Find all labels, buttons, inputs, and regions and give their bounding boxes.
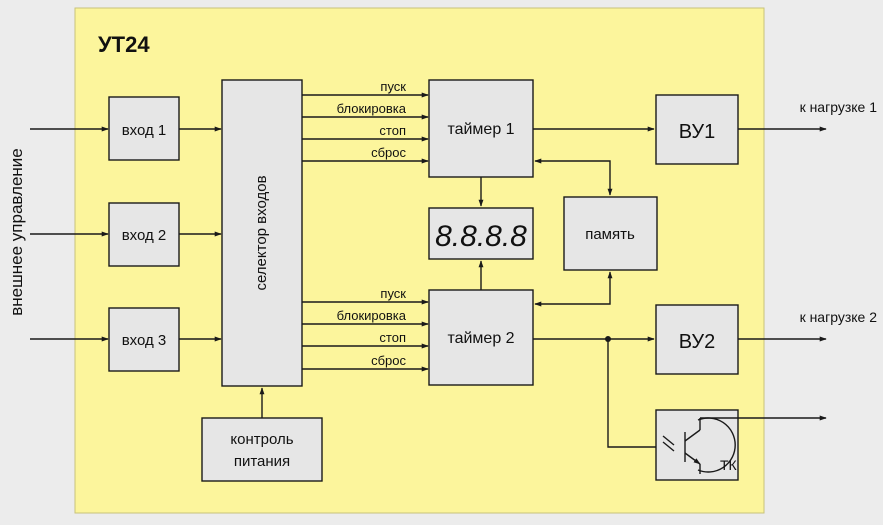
memory-timer-1-link [534,158,613,196]
input-3-block: вход 3 [108,307,180,372]
output-device-2-label: ВУ2 [679,331,716,353]
input-1-label: вход 1 [122,122,167,139]
timer-1-signal-start: пуск [380,79,406,94]
timer-2-signals: пуск блокировка стоп сброс [302,286,429,372]
memory-block: память [563,196,658,271]
transistor-icon [662,415,827,474]
led-display-value: 8.8.8.8 [435,220,527,253]
input-3-label: вход 3 [122,332,167,349]
timer-1-signal-stop: стоп [379,123,406,138]
output-device-1-label: ВУ1 [679,121,716,143]
timer-2-signal-stop: стоп [379,330,406,345]
output-device-1-block: ВУ1 [655,94,739,165]
transistor-key-block: ТК [655,409,827,481]
timer-1-block: таймер 1 [428,79,534,178]
power-control-line1: контроль [230,431,293,448]
power-control-block: контроль питания [201,417,323,482]
timer-2-signal-reset: сброс [371,353,406,368]
led-display-block: 8.8.8.8 [428,207,534,260]
output-device-2-block: ВУ2 [655,304,739,375]
external-control-label: внешнее управление [7,148,26,316]
timer-1-signal-block: блокировка [337,101,407,116]
load-1-label: к нагрузке 1 [800,99,878,115]
input-selector-block: селектор входов [221,79,303,387]
device-title: УТ24 [98,32,150,57]
input-selector-label: селектор входов [253,175,270,290]
load-2-label: к нагрузке 2 [800,309,878,325]
power-control-line2: питания [234,453,290,470]
memory-timer-2-link [534,271,613,307]
memory-label: память [585,226,635,243]
input-1-block: вход 1 [108,96,180,161]
timer-1-label: таймер 1 [447,121,514,138]
timer-2-block: таймер 2 [428,289,534,386]
input-2-block: вход 2 [108,202,180,267]
timer-2-to-tk-arrow [607,339,674,450]
tk-label: ТК [720,457,738,473]
input-2-label: вход 2 [122,227,167,244]
timer-1-signal-reset: сброс [371,145,406,160]
timer-2-signal-start: пуск [380,286,406,301]
timer-2-label: таймер 2 [447,330,514,347]
timer-2-signal-block: блокировка [337,308,407,323]
timer-1-signals: пуск блокировка стоп сброс [302,79,429,164]
